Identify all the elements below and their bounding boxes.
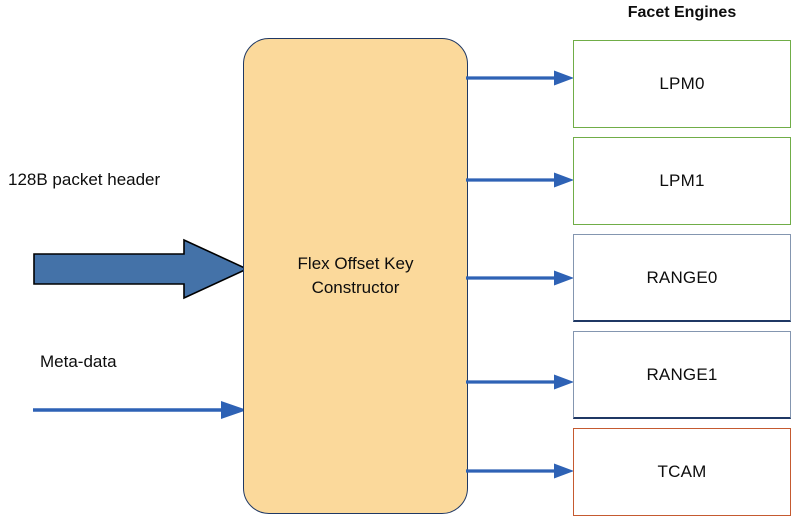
facet-engine-range1[interactable]: RANGE1 (573, 331, 791, 419)
meta-data-arrow (33, 401, 247, 419)
connector-arrow-range1 (466, 374, 574, 390)
connector-arrow-range0 (466, 270, 574, 286)
connector-arrow-lpm1 (466, 172, 574, 188)
flex-offset-key-constructor-block[interactable]: Flex Offset Key Constructor (243, 38, 468, 514)
facet-engine-range1-label: RANGE1 (646, 364, 718, 384)
block-arrow-shape (33, 238, 248, 300)
connector-arrow-tcam (466, 463, 574, 479)
facet-engine-lpm0-label: LPM0 (659, 74, 705, 93)
meta-data-arrow-head (221, 401, 247, 419)
facet-engine-lpm1-label: LPM1 (659, 171, 705, 190)
input-label-packet-header: 128B packet header (8, 170, 161, 189)
connector-arrow-lpm0 (466, 70, 574, 86)
facet-engine-range0[interactable]: RANGE0 (573, 234, 791, 322)
facet-engines-title: Facet Engines (627, 4, 737, 21)
flex-offset-key-constructor-label: Flex Offset Key Constructor (297, 254, 414, 297)
facet-engine-tcam-label: TCAM (657, 462, 707, 481)
facet-engine-lpm1[interactable]: LPM1 (573, 137, 791, 225)
input-label-meta-data: Meta-data (40, 352, 117, 371)
facet-engine-range0-label: RANGE0 (646, 267, 718, 287)
packet-header-block-arrow (33, 238, 248, 300)
facet-engine-lpm0[interactable]: LPM0 (573, 40, 791, 128)
facet-engine-tcam[interactable]: TCAM (573, 428, 791, 516)
